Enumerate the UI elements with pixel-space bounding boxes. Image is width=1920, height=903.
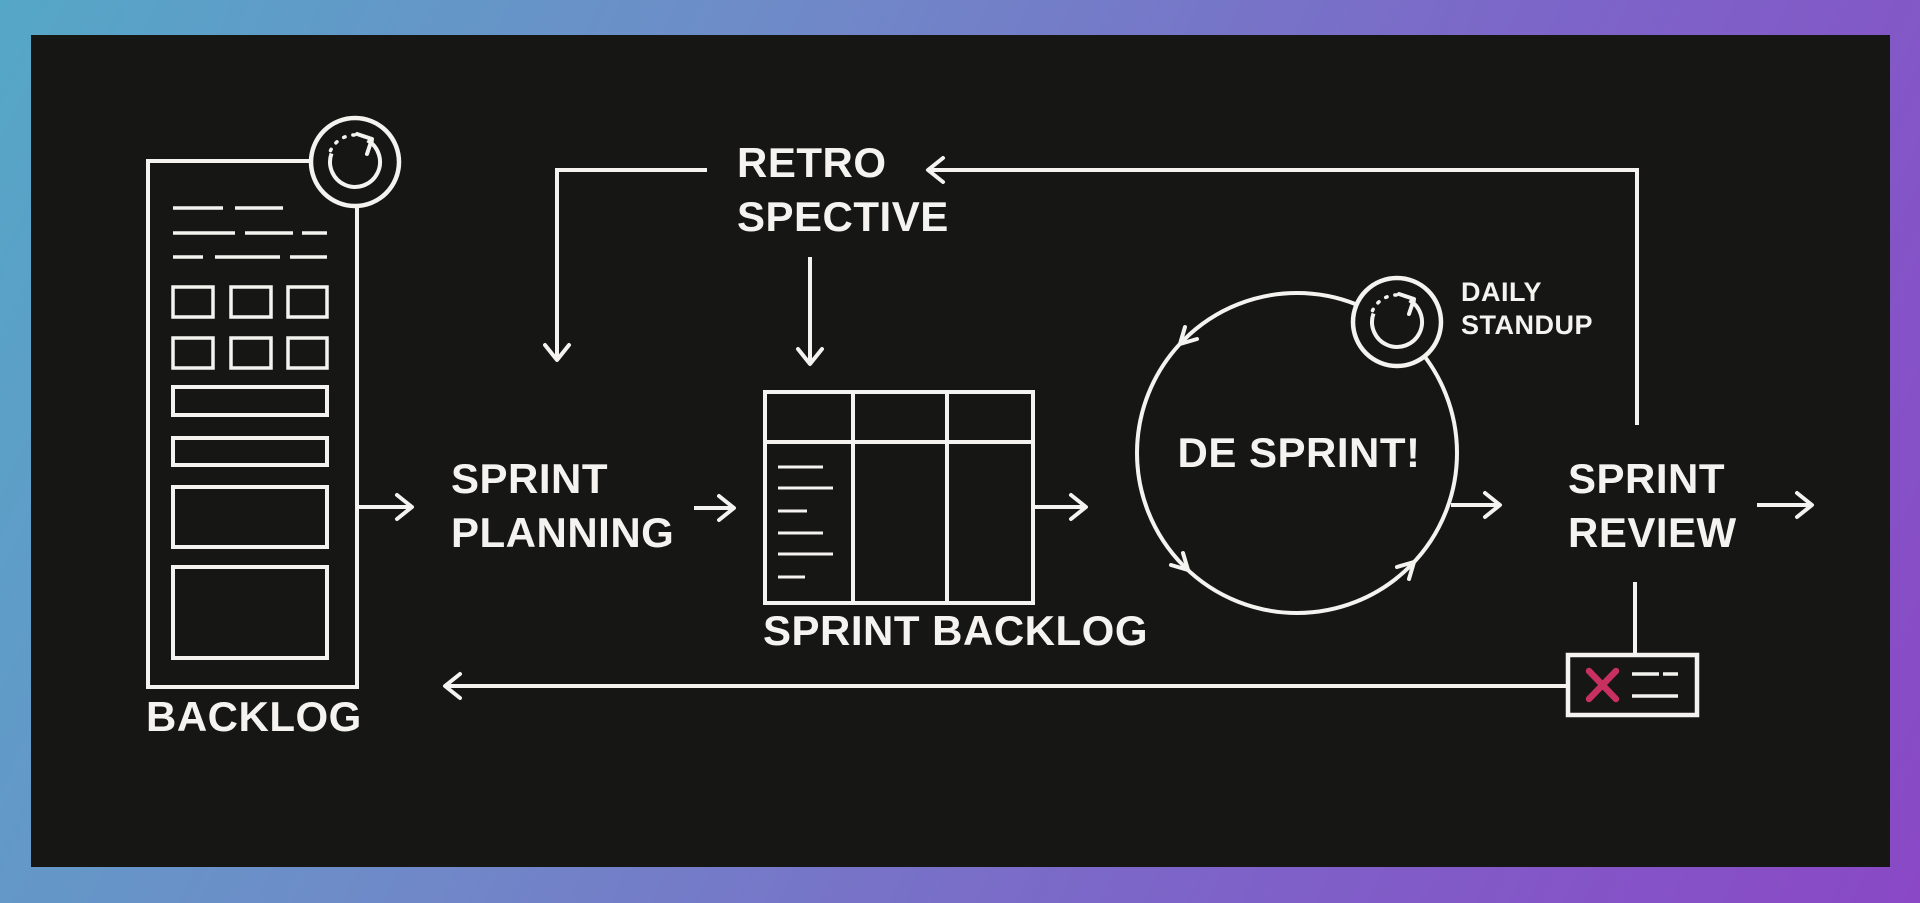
cycle-direction-chevrons: [1169, 325, 1416, 581]
retrospective-label: RETRO SPECTIVE: [737, 136, 949, 244]
daily-standup-line1: DAILY: [1461, 277, 1543, 307]
de-sprint-label: DE SPRINT!: [1177, 429, 1421, 476]
backlog-text-lines: [173, 206, 327, 259]
sprint-planning-line2: PLANNING: [451, 509, 675, 556]
sprint-backlog-task-lines: [778, 465, 833, 579]
rejected-item-card: [1565, 652, 1700, 718]
backlog-item-boxes: [171, 285, 329, 370]
backlog-loop-icon: [311, 118, 399, 206]
retrospective-line2: SPECTIVE: [737, 193, 949, 240]
x-mark-icon: [1585, 667, 1620, 703]
daily-standup-loop-icon: [1353, 278, 1441, 366]
backlog-item-bars: [171, 385, 329, 660]
sprint-planning-line1: SPRINT: [451, 455, 609, 502]
sprint-review-line1: SPRINT: [1568, 455, 1726, 502]
backlog-label: BACKLOG: [146, 693, 362, 740]
sprint-backlog-label: SPRINT BACKLOG: [763, 607, 1148, 654]
daily-standup-label: DAILY STANDUP: [1461, 276, 1593, 342]
rejected-item-text-lines: [1632, 672, 1678, 698]
sprint-backlog-table: [763, 390, 1035, 605]
sprint-planning-label: SPRINT PLANNING: [451, 452, 674, 560]
arrow-review-to-retrospective: [926, 156, 1639, 425]
arrow-retrospective-to-planning: [543, 168, 707, 362]
flow-arrows: [358, 156, 1814, 700]
sprint-review-label: SPRINT REVIEW: [1568, 452, 1737, 560]
daily-standup-line2: STANDUP: [1461, 310, 1594, 340]
backlog-card: [146, 118, 399, 689]
sprint-cycle-circle: [1135, 278, 1459, 615]
sprint-review-line2: REVIEW: [1568, 509, 1737, 556]
retrospective-line1: RETRO: [737, 139, 887, 186]
